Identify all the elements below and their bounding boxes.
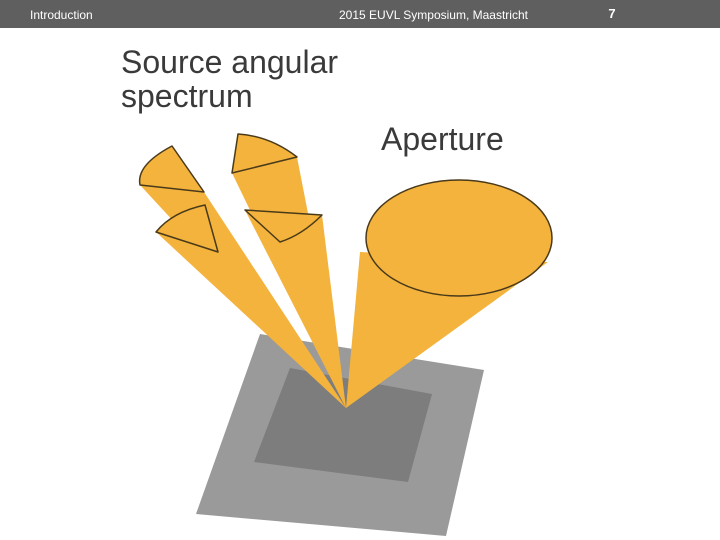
source-angular-spectrum-label: Source angular spectrum: [121, 44, 339, 114]
header-section-title: Introduction: [30, 8, 93, 22]
source-pole-lower-left: [155, 204, 219, 253]
mask-inner-square: [254, 368, 432, 482]
source-pole-lower-right: [244, 209, 323, 243]
source-beam-4: [245, 210, 346, 408]
source-pole-upper-left: [138, 145, 205, 193]
source-pole-upper-right: [231, 133, 298, 174]
source-beam-2: [156, 232, 346, 408]
page-number: 7: [608, 6, 616, 21]
header-event-title: 2015 EUVL Symposium, Maastricht: [339, 8, 528, 22]
slide-header: Introduction 2015 EUVL Symposium, Maastr…: [0, 0, 720, 28]
aperture-label: Aperture: [381, 121, 504, 157]
aperture-ellipse: [365, 179, 553, 297]
